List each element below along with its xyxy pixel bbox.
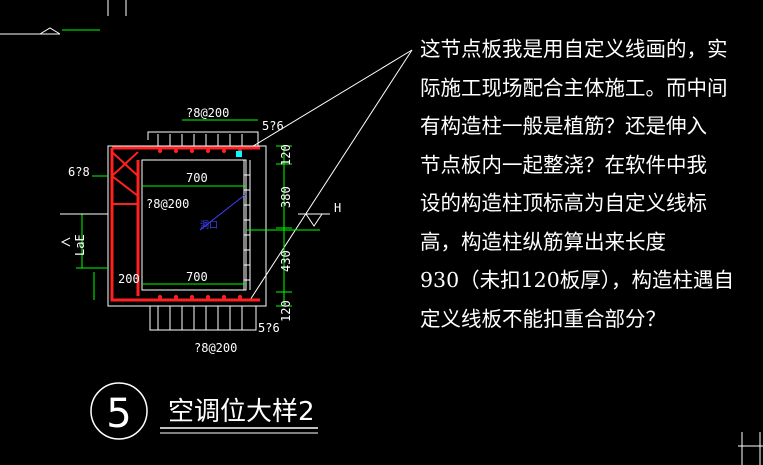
question-line: 节点板内一起整浇？在软件中我: [420, 152, 707, 177]
hole-label: 洞口: [200, 220, 218, 231]
question-line: 际施工现场配合主体施工。而中间: [420, 75, 728, 100]
rebar-left-label: 6?8: [68, 165, 90, 179]
top-rebar-ticks: [157, 134, 243, 146]
rebar-bottom-right-label: 5?6: [258, 321, 280, 335]
bottom-right-fragment: [738, 432, 763, 465]
top-left-fragment: [0, 0, 127, 35]
question-text: 这节点板我是用自定义线画的，实 际施工现场配合主体施工。而中间 有构造柱一般是植…: [420, 30, 760, 338]
detail-circle: [90, 382, 148, 440]
dim-right-2: 380: [279, 186, 293, 208]
rebar-top-label: ?8@200: [186, 106, 229, 120]
detail-title: 空调位大样2: [168, 397, 315, 427]
question-line: 这节点板我是用自定义线画的，实: [420, 37, 728, 61]
width-top-label: 700: [186, 171, 208, 185]
detail-number: 5: [106, 391, 131, 437]
rebar-bottom-label: ?8@200: [194, 341, 237, 355]
anchor-label: LaE: [73, 234, 87, 256]
bottom-rebar-ticks: [157, 306, 243, 330]
level-mark-label: H: [334, 201, 341, 215]
accent-square: [236, 151, 242, 157]
red-rebar: [110, 146, 260, 302]
detail-mark: 5 空调位大样2: [90, 382, 318, 440]
slab-outline: [107, 131, 267, 331]
rebar-inner-label: ?8@200: [146, 197, 189, 211]
question-line: 高，构造柱纵筋算出来长度: [420, 229, 666, 254]
question-line: 有构造柱一般是植筋？还是伸入: [420, 114, 707, 138]
question-line: 定义线板不能扣重合部分？: [420, 306, 666, 331]
level-mark: [60, 213, 330, 247]
dim-right-1: 120: [279, 144, 293, 166]
rebar-top-right-label: 5?6: [262, 119, 284, 133]
dim-left-bottom-label: 200: [118, 272, 140, 286]
rebar-dots: [158, 149, 242, 299]
question-line: 设的构造柱顶标高为自定义线标: [420, 191, 707, 215]
hole-leader: [199, 193, 247, 231]
question-line: 930（未扣120板厚），构造柱遇自: [420, 268, 735, 292]
inner-opening: [141, 159, 251, 291]
width-bottom-label: 700: [186, 270, 208, 284]
dim-right-3: 430: [279, 250, 293, 272]
dim-right-4: 120: [279, 300, 293, 322]
dimension-lines: [76, 119, 320, 307]
leader-lines: [249, 49, 413, 301]
ladder-rungs: [244, 174, 250, 281]
